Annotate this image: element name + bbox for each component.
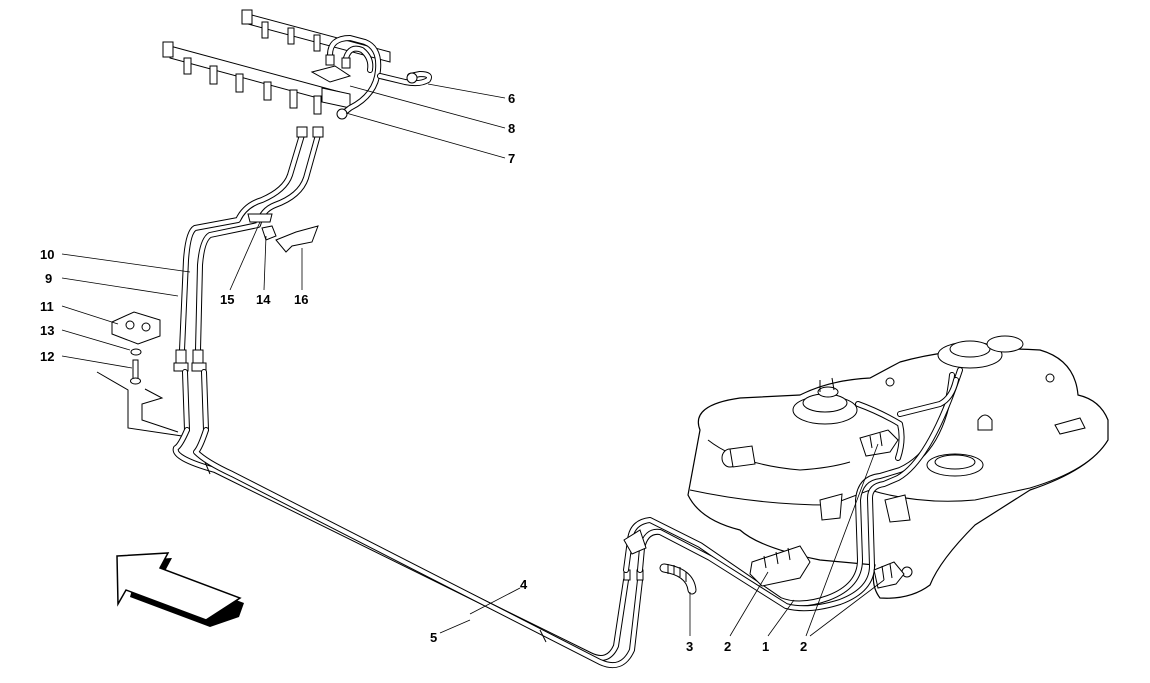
leader-lines <box>61 83 885 637</box>
chassis-outline <box>96 371 183 437</box>
callout-2-right: 2 <box>800 639 807 654</box>
pipe-clip-15 <box>247 213 273 223</box>
callout-8: 8 <box>508 121 515 136</box>
flex-hose-3 <box>659 563 697 595</box>
nut-14 <box>261 225 277 241</box>
front-direction-arrow-icon <box>116 552 244 627</box>
callout-3: 3 <box>686 639 693 654</box>
fuel-rail-front <box>162 41 351 115</box>
callout-7: 7 <box>508 151 515 166</box>
callout-5: 5 <box>430 630 437 645</box>
fuel-tank <box>687 335 1109 599</box>
underfloor-pipes <box>172 427 644 668</box>
callout-4: 4 <box>520 577 528 592</box>
washer-13 <box>130 348 142 356</box>
callout-15: 15 <box>220 292 234 307</box>
pipe-clip-block-left <box>749 545 811 587</box>
callout-13: 13 <box>40 323 54 338</box>
callout-1: 1 <box>762 639 769 654</box>
bracket-16 <box>275 225 319 253</box>
callout-10: 10 <box>40 247 54 262</box>
callout-14: 14 <box>256 292 271 307</box>
callout-12: 12 <box>40 349 54 364</box>
rail-crossover-pipe <box>310 35 432 120</box>
callout-6: 6 <box>508 91 515 106</box>
callout-16: 16 <box>294 292 308 307</box>
callout-labels: 6 8 7 10 9 15 14 16 11 13 12 4 5 3 2 1 2 <box>40 91 807 654</box>
pipe-clip-block-upper <box>859 429 899 457</box>
callout-2-left: 2 <box>724 639 731 654</box>
clip-11 <box>111 311 161 345</box>
callout-11: 11 <box>40 299 54 314</box>
callout-9: 9 <box>45 271 52 286</box>
feed-pipes-upper <box>173 126 324 433</box>
tank-connection-pipes <box>623 367 963 612</box>
bolt-12 <box>130 359 141 385</box>
